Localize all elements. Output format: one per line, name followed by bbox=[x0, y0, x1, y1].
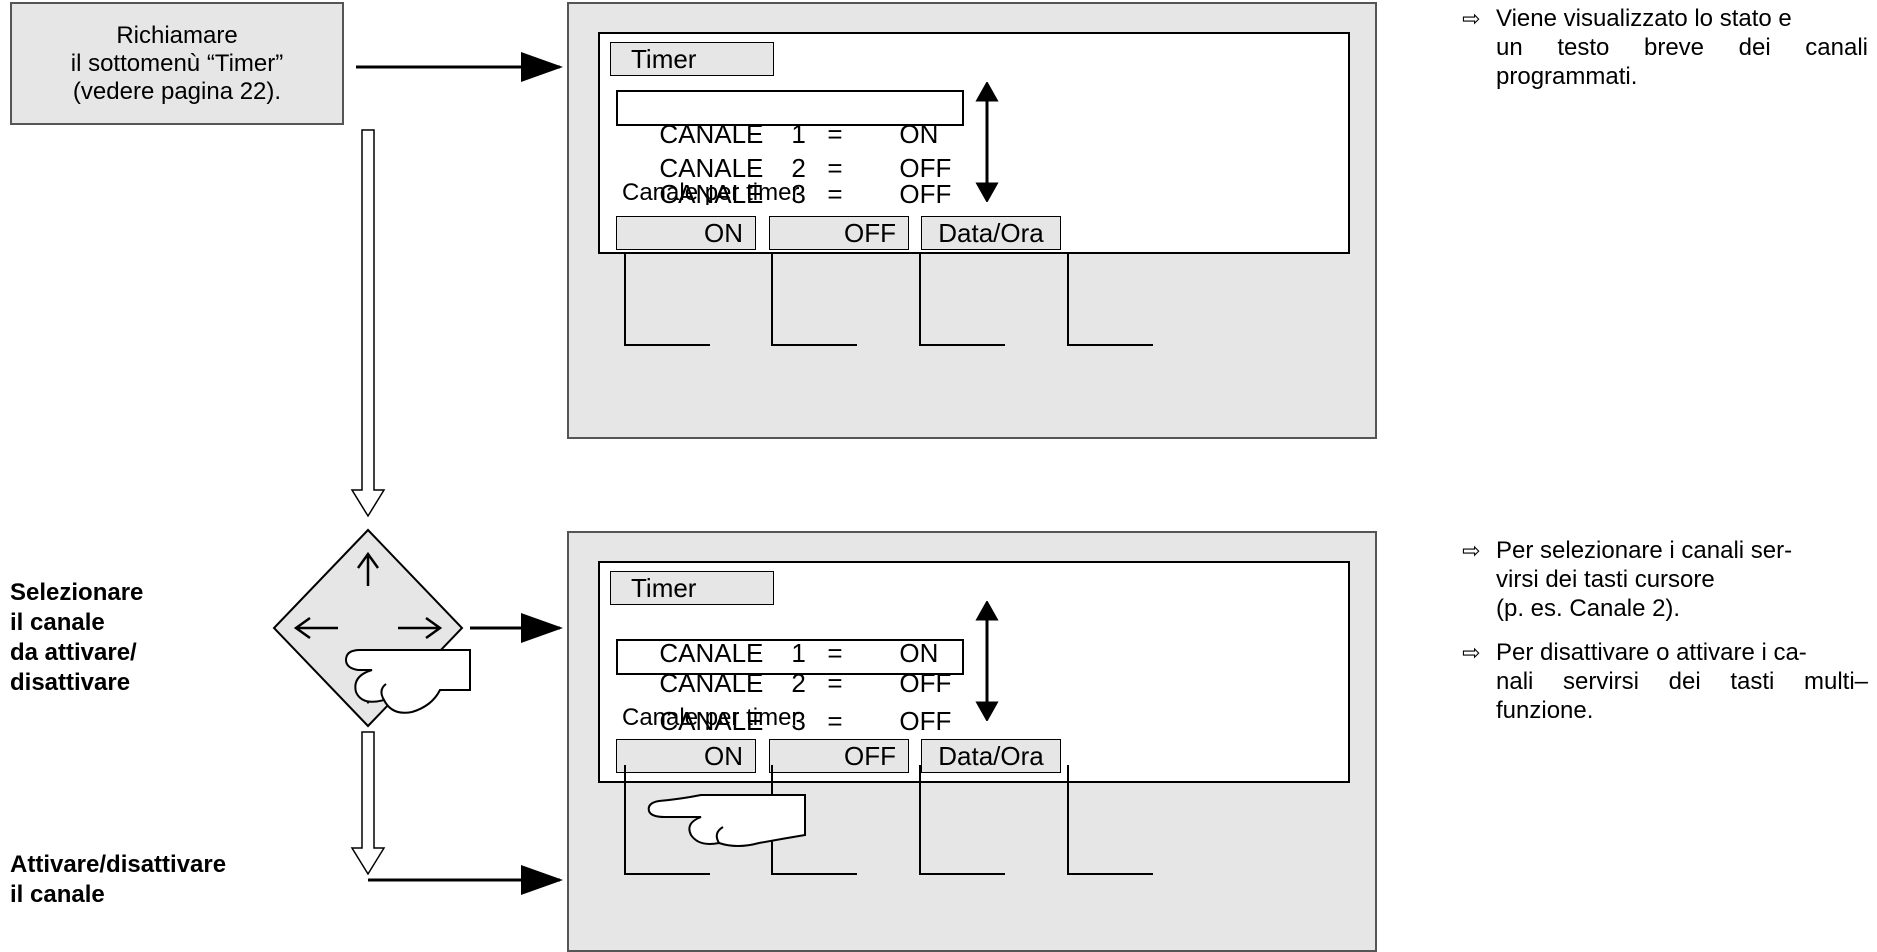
label-line: da attivare/ bbox=[10, 639, 137, 666]
note-line: un testo breve dei canali bbox=[1496, 34, 1868, 61]
multifunction-key-4[interactable] bbox=[1067, 765, 1153, 875]
start-line-2: il sottomenù “Timer” bbox=[70, 49, 284, 77]
note-top: ⇨ Viene visualizzato lo stato e un testo… bbox=[1462, 4, 1868, 91]
multifunction-key-2[interactable] bbox=[771, 254, 857, 346]
channel-name: CANALE bbox=[659, 706, 764, 736]
equals-sign: = bbox=[827, 668, 843, 698]
note-line: nali servirsi dei tasti multi– bbox=[1496, 668, 1868, 695]
softkey-on[interactable]: ON bbox=[616, 739, 756, 773]
equals-sign: = bbox=[827, 153, 843, 183]
device-panel-1: Timer CANALE 1 = ON CANALE 2 = OFF CANALE 3 = OFF… bbox=[567, 2, 1377, 439]
channel-row[interactable]: CANALE 3 = OFF bbox=[616, 152, 951, 236]
screen-caption: Canale per timer bbox=[622, 179, 800, 206]
display-screen: Timer CANALE 1 = ON CANALE 2 = OFF CANALE 3 = OFF… bbox=[598, 32, 1350, 254]
multifunction-key-1[interactable] bbox=[624, 254, 710, 346]
multifunction-key-3[interactable] bbox=[919, 765, 1005, 875]
screen-caption: Canale per timer bbox=[622, 704, 800, 731]
channel-state: OFF bbox=[899, 179, 952, 209]
multifunction-key-4[interactable] bbox=[1067, 254, 1153, 346]
note-line: virsi dei tasti cursore bbox=[1496, 566, 1715, 593]
equals-sign: = bbox=[827, 638, 843, 668]
note-line: (p. es. Canale 2). bbox=[1496, 595, 1681, 622]
selection-frame bbox=[616, 90, 964, 126]
note-arrow-icon: ⇨ bbox=[1462, 640, 1481, 665]
channel-number: 2 bbox=[791, 153, 806, 183]
screen-title: Timer bbox=[610, 571, 774, 605]
hollow-arrow-down-icon bbox=[350, 129, 386, 518]
note-line: programmati. bbox=[1496, 63, 1638, 90]
softkey-on[interactable]: ON bbox=[616, 216, 756, 250]
channel-row[interactable]: CANALE 2 = OFF bbox=[616, 126, 951, 210]
softkey-off[interactable]: OFF bbox=[769, 739, 909, 773]
channel-number: 1 bbox=[791, 119, 806, 149]
channel-state: ON bbox=[899, 638, 939, 668]
toggle-channel-label: Attivare/disattivare il canale bbox=[10, 850, 226, 910]
start-instruction-box: Richiamare il sottomenù “Timer” (vedere … bbox=[10, 2, 344, 125]
channel-row[interactable]: CANALE 2 = OFF bbox=[616, 641, 951, 725]
updown-arrow-icon bbox=[975, 601, 999, 721]
label-line: disattivare bbox=[10, 669, 131, 696]
channel-number: 3 bbox=[791, 179, 806, 209]
equals-sign: = bbox=[827, 119, 843, 149]
channel-row[interactable]: CANALE 3 = OFF bbox=[616, 679, 951, 763]
channel-state: OFF bbox=[899, 668, 952, 698]
channel-name: CANALE bbox=[659, 179, 764, 209]
channel-name: CANALE bbox=[659, 638, 764, 668]
channel-name: CANALE bbox=[659, 119, 764, 149]
select-channel-label: Selezionare il canale da attivare/ disat… bbox=[10, 578, 143, 698]
channel-name: CANALE bbox=[659, 668, 764, 698]
screen-title: Timer bbox=[610, 42, 774, 76]
channel-number: 2 bbox=[791, 668, 806, 698]
pointing-hand-icon bbox=[647, 794, 806, 847]
label-line: Attivare/disattivare bbox=[10, 851, 227, 878]
note-select: ⇨ Per selezionare i canali ser- virsi de… bbox=[1462, 536, 1868, 623]
hollow-arrow-down-icon bbox=[350, 731, 386, 876]
channel-row[interactable]: CANALE 1 = ON bbox=[616, 611, 938, 695]
start-line-1: Richiamare bbox=[116, 21, 238, 49]
label-line: il canale bbox=[10, 609, 105, 636]
channel-state: OFF bbox=[899, 153, 952, 183]
channel-state: OFF bbox=[899, 706, 952, 736]
note-line: Per disattivare o attivare i ca- bbox=[1496, 639, 1807, 666]
channel-number: 3 bbox=[791, 706, 806, 736]
softkey-off[interactable]: OFF bbox=[769, 216, 909, 250]
selection-frame bbox=[616, 639, 964, 675]
note-arrow-icon: ⇨ bbox=[1462, 6, 1481, 31]
note-arrow-icon: ⇨ bbox=[1462, 538, 1481, 563]
note-line: Per selezionare i canali ser- bbox=[1496, 537, 1793, 564]
label-line: il canale bbox=[10, 881, 105, 908]
multifunction-key-3[interactable] bbox=[919, 254, 1005, 346]
start-line-3: (vedere pagina 22). bbox=[72, 77, 282, 105]
softkey-date-time[interactable]: Data/Ora bbox=[921, 216, 1061, 250]
channel-name: CANALE bbox=[659, 153, 764, 183]
note-line: funzione. bbox=[1496, 697, 1594, 724]
multifunction-key-1[interactable] bbox=[624, 765, 710, 875]
equals-sign: = bbox=[827, 179, 843, 209]
updown-arrow-icon bbox=[975, 82, 999, 202]
pointing-hand-icon bbox=[344, 649, 471, 714]
label-line: Selezionare bbox=[10, 579, 144, 606]
softkey-date-time[interactable]: Data/Ora bbox=[921, 739, 1061, 773]
equals-sign: = bbox=[827, 706, 843, 736]
note-line: Viene visualizzato lo stato e bbox=[1496, 5, 1792, 32]
channel-number: 1 bbox=[791, 638, 806, 668]
note-toggle: ⇨ Per disattivare o attivare i ca- nali … bbox=[1462, 638, 1868, 725]
channel-state: ON bbox=[899, 119, 939, 149]
channel-row[interactable]: CANALE 1 = ON bbox=[616, 92, 938, 176]
